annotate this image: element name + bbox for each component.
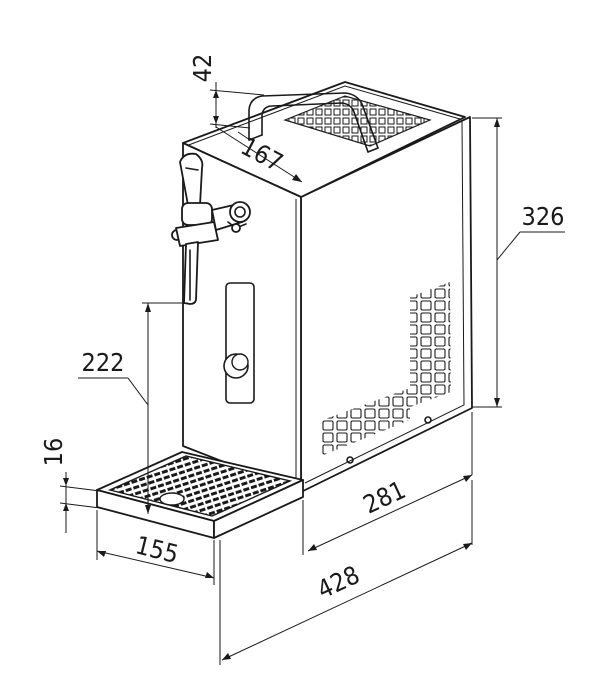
dim-label-total-depth: 428 [313,560,364,604]
dispenser-body [182,81,473,493]
tray-grate [107,455,293,517]
dim-label-handle-height: 42 [188,54,217,83]
carry-handle [248,92,379,153]
screw-icon [346,456,354,464]
sight-window [225,282,255,404]
screw-icon [424,416,432,424]
dim-label-body-depth: 281 [359,475,410,519]
side-vents-horizontal [320,388,410,456]
dim-label-spout-height: 222 [82,348,125,377]
dim-label-total-height: 326 [522,202,565,231]
dim-label-tray-height: 16 [39,438,68,467]
beer-tap-icon [171,152,251,305]
dimension-lines [59,82,565,665]
side-vents-vertical [410,282,451,407]
dim-label-tray-depth: 155 [133,530,182,569]
regulator-knob-icon [223,353,249,379]
